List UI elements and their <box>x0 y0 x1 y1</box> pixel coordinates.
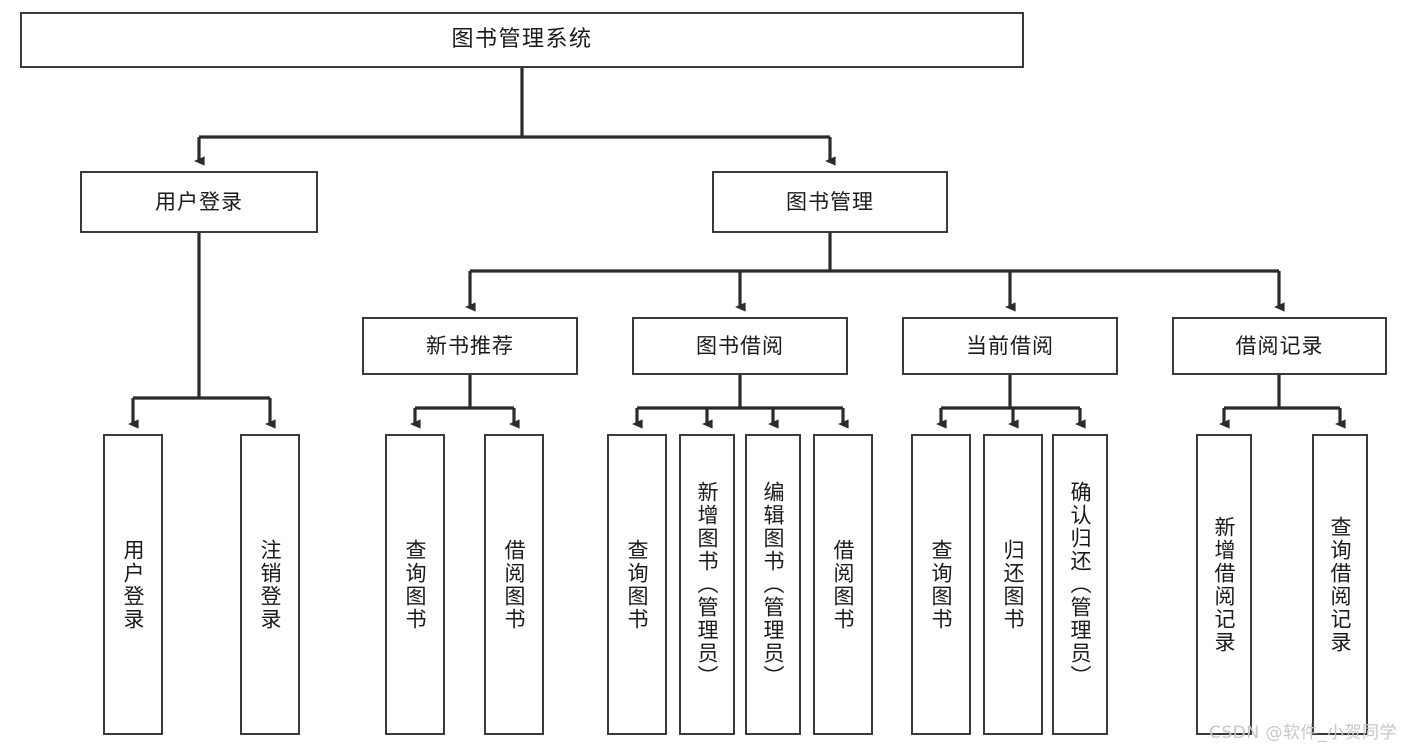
node-current-borrow-label: 当前借阅 <box>966 333 1054 358</box>
leaf-borrow-book-1-label: 借阅图书 <box>502 538 527 631</box>
leaf-query-borrow-record[interactable]: 查询借阅记录 <box>1312 434 1368 735</box>
leaf-borrow-book-1[interactable]: 借阅图书 <box>484 434 544 735</box>
node-root-label: 图书管理系统 <box>451 27 593 53</box>
leaf-borrow-book-2[interactable]: 借阅图书 <box>813 434 873 735</box>
leaf-confirm-return-admin[interactable]: 确认归还（管理员） <box>1052 434 1108 735</box>
leaf-add-book-admin-label: 新增图书（管理员） <box>695 481 720 688</box>
node-book-manage[interactable]: 图书管理 <box>712 171 948 233</box>
leaf-add-book-admin[interactable]: 新增图书（管理员） <box>679 434 735 735</box>
leaf-query-book-2[interactable]: 查询图书 <box>607 434 667 735</box>
node-root[interactable]: 图书管理系统 <box>20 12 1024 68</box>
node-borrow-record[interactable]: 借阅记录 <box>1172 317 1387 375</box>
node-new-book-recommend-label: 新书推荐 <box>426 333 514 358</box>
leaf-add-borrow-record-label: 新增借阅记录 <box>1212 515 1237 654</box>
watermark: CSDN @软件_小贺同学 <box>1209 723 1397 743</box>
node-current-borrow[interactable]: 当前借阅 <box>902 317 1118 375</box>
leaf-borrow-book-2-label: 借阅图书 <box>831 538 856 631</box>
leaf-query-book-3-label: 查询图书 <box>929 538 954 631</box>
leaf-edit-book-admin-label: 编辑图书（管理员） <box>761 481 786 688</box>
leaf-return-book[interactable]: 归还图书 <box>983 434 1043 735</box>
node-book-borrow[interactable]: 图书借阅 <box>632 317 848 375</box>
node-user-login-label: 用户登录 <box>155 189 243 214</box>
leaf-user-logout-label: 注销登录 <box>258 538 283 631</box>
leaf-user-login[interactable]: 用户登录 <box>103 434 163 735</box>
leaf-query-book-2-label: 查询图书 <box>625 538 650 631</box>
leaf-confirm-return-admin-label: 确认归还（管理员） <box>1068 481 1093 688</box>
leaf-add-borrow-record[interactable]: 新增借阅记录 <box>1196 434 1252 735</box>
leaf-query-book-1[interactable]: 查询图书 <box>385 434 445 735</box>
leaf-query-book-1-label: 查询图书 <box>403 538 428 631</box>
leaf-user-login-label: 用户登录 <box>121 538 146 631</box>
leaf-query-book-3[interactable]: 查询图书 <box>911 434 971 735</box>
node-book-borrow-label: 图书借阅 <box>696 333 784 358</box>
node-new-book-recommend[interactable]: 新书推荐 <box>362 317 578 375</box>
leaf-user-logout[interactable]: 注销登录 <box>240 434 300 735</box>
leaf-edit-book-admin[interactable]: 编辑图书（管理员） <box>745 434 801 735</box>
leaf-return-book-label: 归还图书 <box>1001 538 1026 631</box>
node-borrow-record-label: 借阅记录 <box>1235 333 1324 358</box>
leaf-query-borrow-record-label: 查询借阅记录 <box>1328 515 1353 654</box>
node-book-manage-label: 图书管理 <box>786 189 874 214</box>
node-user-login[interactable]: 用户登录 <box>80 171 318 233</box>
